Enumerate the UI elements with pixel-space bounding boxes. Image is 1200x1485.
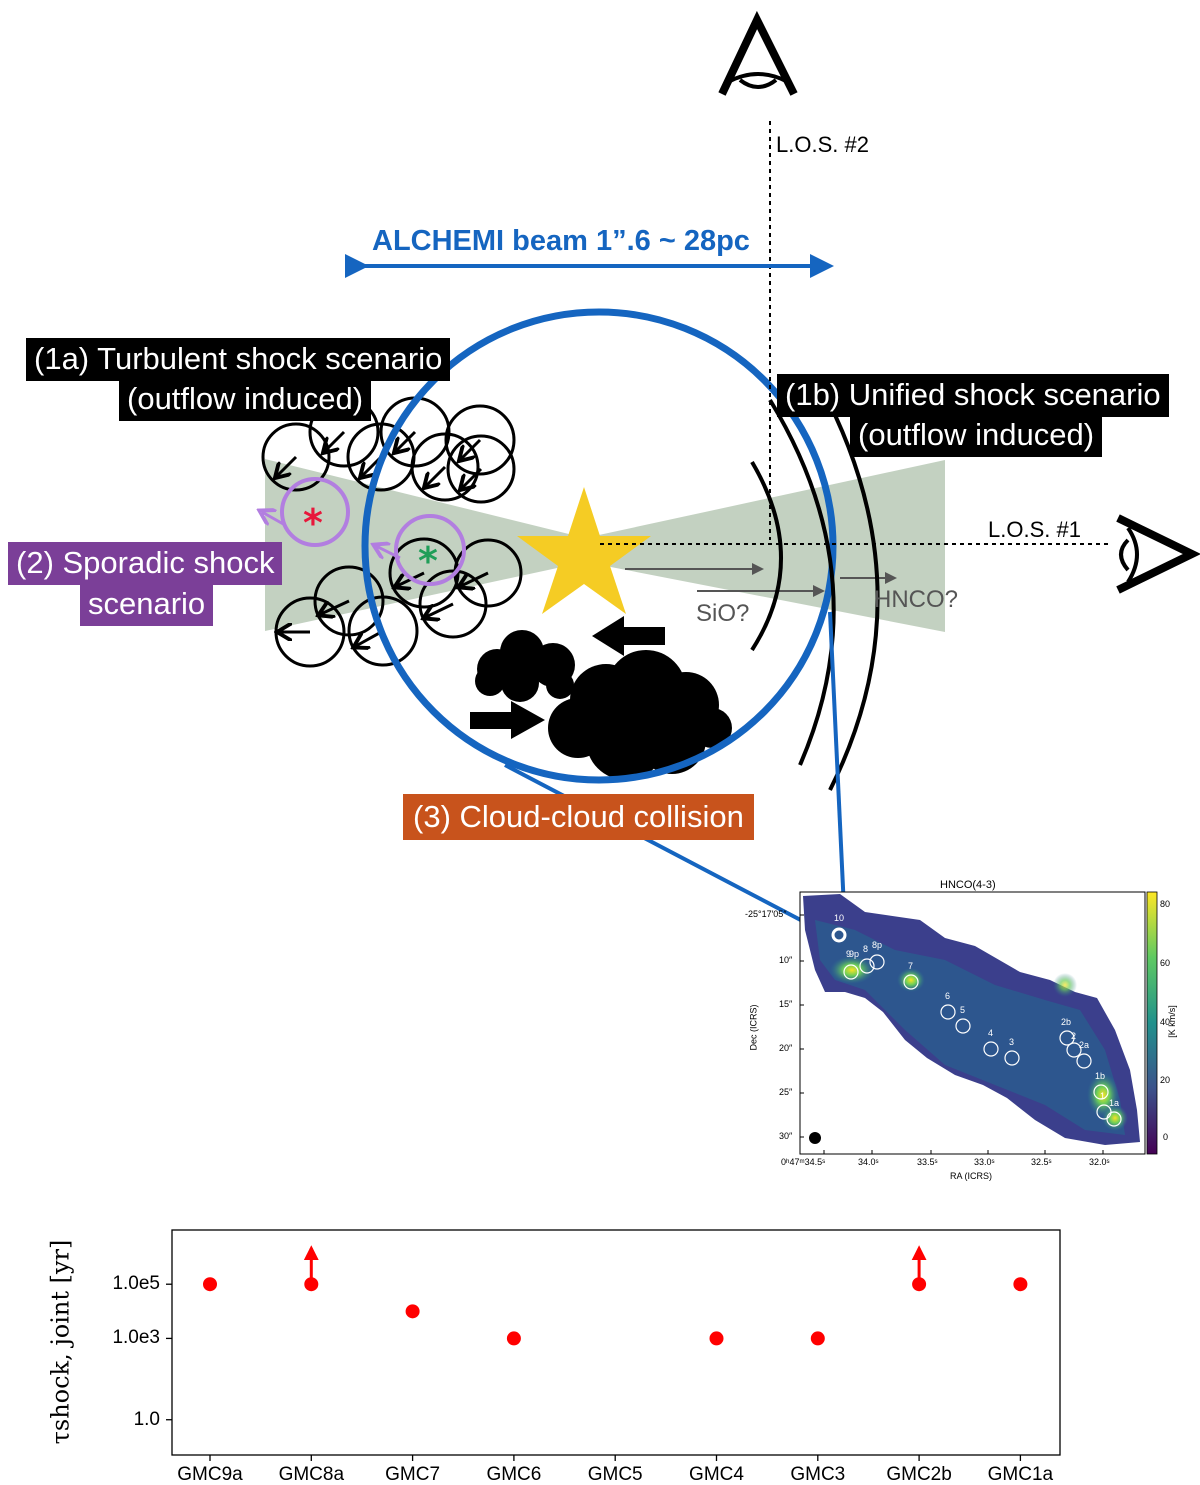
los1-label: L.O.S. #1 [988, 517, 1081, 542]
beam-label: ALCHEMI beam 1”.6 ~ 28pc [372, 225, 750, 257]
scenario-3-label: (3) Cloud-cloud collision [403, 794, 754, 840]
ra-tick: 32.5ˢ [1031, 1157, 1052, 1167]
x-tick-label: GMC7 [385, 1464, 441, 1485]
data-point [405, 1304, 420, 1319]
hnco-map-panel: HNCO(4-3) [745, 880, 1185, 1190]
alchemi-beam-circle [361, 308, 837, 784]
cbar-tick: 20 [1160, 1075, 1171, 1085]
sio-label: SiO? [696, 600, 750, 627]
cbar-tick: 40 [1160, 1017, 1171, 1027]
x-tick-label: GMC1a [987, 1464, 1054, 1485]
y-tick-label: 1.0e3 [112, 1327, 160, 1349]
dec-tick: -25°17′05″ [745, 909, 787, 919]
data-point [203, 1277, 217, 1292]
data-point [1013, 1277, 1028, 1292]
ra-tick: 33.5ˢ [917, 1157, 938, 1167]
region-label: 3 [1009, 1037, 1015, 1047]
unified-shock-arcs [750, 384, 880, 791]
small-cloud [475, 630, 575, 702]
cbar-tick: 80 [1160, 899, 1171, 909]
eye-right-icon [1116, 514, 1200, 594]
scenario-1b-line1: (1b) Unified shock scenario [777, 374, 1169, 417]
hnco-label: HNCO? [874, 586, 959, 613]
dec-tick: 25″ [779, 1087, 793, 1097]
data-point [810, 1331, 825, 1346]
region-label: 2 [1071, 1031, 1077, 1041]
turbulent-shock-circles-upper [261, 396, 516, 504]
scenario-1b-line2: (outflow induced) [850, 414, 1103, 457]
region-label: 9p [849, 949, 860, 959]
large-cloud [548, 650, 732, 780]
region-label: 6 [945, 991, 951, 1001]
block-arrow-left [592, 616, 665, 656]
scenario-2-line1: (2) Sporadic shock [8, 542, 283, 585]
x-tick-label: GMC2b [886, 1464, 952, 1485]
region-label: 9 [846, 949, 852, 959]
sporadic-shock-circles [280, 477, 466, 586]
los2-label: L.O.S. #2 [776, 132, 869, 157]
x-tick-label: GMC4 [689, 1464, 744, 1485]
x-tick-label: GMC3 [790, 1464, 846, 1485]
dec-tick: 10″ [779, 955, 793, 965]
ra-axis-label: RA (ICRS) [950, 1171, 993, 1181]
dec-tick: 15″ [779, 999, 793, 1009]
region-label: 4 [988, 1028, 994, 1038]
cbar-tick: 60 [1160, 958, 1171, 968]
y-tick-label: 1.0 [133, 1408, 160, 1430]
scenario-1a-line1: (1a) Turbulent shock scenario [26, 338, 451, 381]
red-asterisk: * [303, 501, 323, 545]
region-label: 10 [834, 913, 845, 923]
region-label: 8p [872, 940, 883, 950]
region-label: 5 [960, 1005, 966, 1015]
scenario-2-line2: scenario [80, 583, 214, 626]
block-arrow-right [470, 701, 545, 739]
ra-tick: 33.0ˢ [974, 1157, 995, 1167]
cbar-tick: 0 [1163, 1132, 1169, 1142]
x-tick-label: GMC9a [177, 1464, 243, 1485]
green-asterisk: * [418, 539, 438, 583]
ra-tick: 0ʰ47ᵐ34.5ˢ [781, 1157, 826, 1167]
region-label: 1 [1100, 1091, 1106, 1101]
data-point [506, 1331, 521, 1346]
scenario-1a-line2: (outflow induced) [119, 378, 372, 421]
region-label: 1b [1095, 1071, 1106, 1081]
region-label: 2b [1061, 1017, 1072, 1027]
x-tick-label: GMC8a [278, 1464, 345, 1485]
region-label: 8 [863, 944, 869, 954]
ra-tick: 34.0ˢ [858, 1157, 879, 1167]
map-title: HNCO(4-3) [940, 879, 996, 891]
chart-frame [171, 1229, 1061, 1456]
data-point [709, 1331, 724, 1346]
ra-tick: 32.0ˢ [1089, 1157, 1110, 1167]
eye-top-icon [718, 10, 798, 96]
dec-tick: 30″ [779, 1131, 793, 1141]
y-tick-label: 1.0e5 [112, 1273, 160, 1295]
dec-tick: 20″ [779, 1043, 793, 1053]
region-label: 1a [1109, 1098, 1120, 1108]
region-label: 2a [1079, 1040, 1090, 1050]
region-label: 7 [908, 961, 914, 971]
central-star [517, 487, 651, 614]
x-tick-label: GMC5 [587, 1464, 643, 1485]
x-tick-label: GMC6 [486, 1464, 542, 1485]
colorbar [1146, 891, 1158, 1155]
